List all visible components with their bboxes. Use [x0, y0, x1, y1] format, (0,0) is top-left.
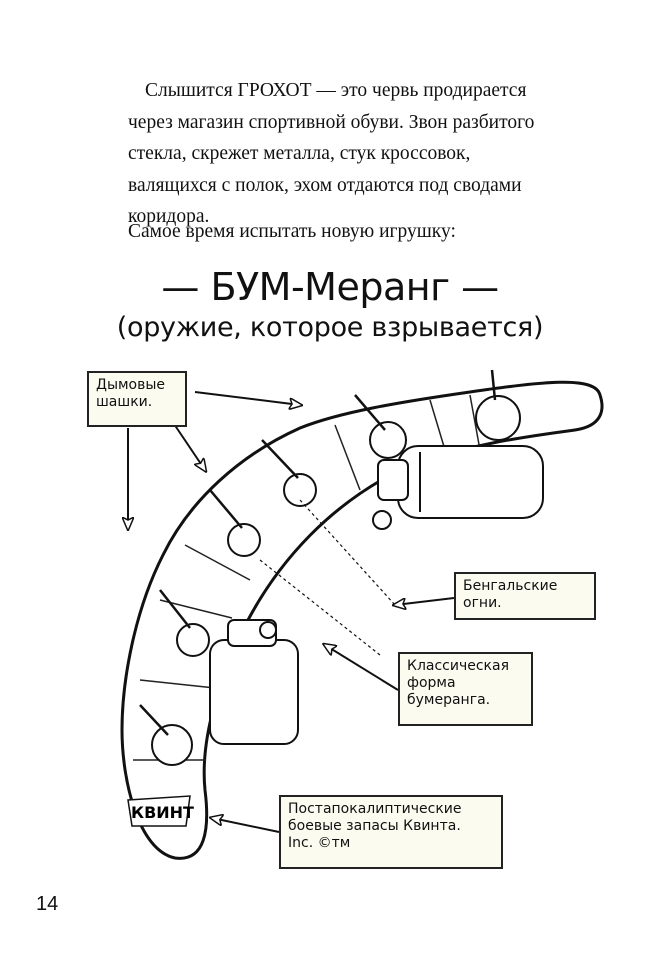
canister-top [372, 445, 544, 530]
text-line: валящихся с полок, эхом отдаются под сво… [128, 174, 522, 196]
page-number: 14 [36, 893, 59, 915]
callout-line: Классическая [407, 658, 509, 674]
text-line: Слышится ГРОХОТ — это червь продирается [145, 80, 527, 101]
callout-line: бумеранга. [407, 692, 491, 708]
paragraph-2: Самое время испытать новую игрушку: [128, 216, 588, 248]
text-line: Самое время испытать новую игрушку: [128, 221, 456, 242]
callout-line: огни. [463, 595, 502, 611]
callout-line: Постапокалиптические [288, 801, 462, 817]
callout-line: Бенгальские [463, 578, 558, 594]
text-line: стекла, скрежет металла, стук кроссовок, [128, 143, 471, 164]
canister-bottom [209, 619, 299, 745]
arrow [325, 645, 399, 691]
smoke-bomb [151, 395, 521, 766]
callout-line: форма [407, 675, 456, 691]
callout-line: шашки. [96, 394, 153, 410]
illustration-subtitle: (оружие, которое взрывается) [116, 312, 544, 343]
arrow [212, 818, 280, 833]
text-line: коридора. [128, 206, 210, 227]
callout-boomerang-shape: Классическая форма бумеранга. [398, 652, 533, 726]
callout-line: Inc. ©тм [288, 835, 351, 851]
callout-sparklers: Бенгальские огни. [454, 572, 596, 620]
callout-smoke-bombs: Дымовые шашки. [87, 371, 187, 427]
callout-line: Дымовые [96, 377, 166, 393]
callout-battle-supplies: Постапокалиптические боевые запасы Квинт… [279, 795, 503, 869]
text-line: через магазин спортивной обуви. Звон раз… [128, 111, 535, 133]
callout-line: боевые запасы Квинта. [288, 818, 461, 834]
paragraph-1: Слышится ГРОХОТ — это червь продирается … [128, 75, 588, 233]
illustration-title: — БУМ-Меранг — [161, 265, 499, 309]
arrow [194, 391, 300, 405]
etched-name: КВИНТ [131, 803, 194, 822]
etched-plate [127, 795, 191, 827]
arrow [395, 597, 455, 605]
